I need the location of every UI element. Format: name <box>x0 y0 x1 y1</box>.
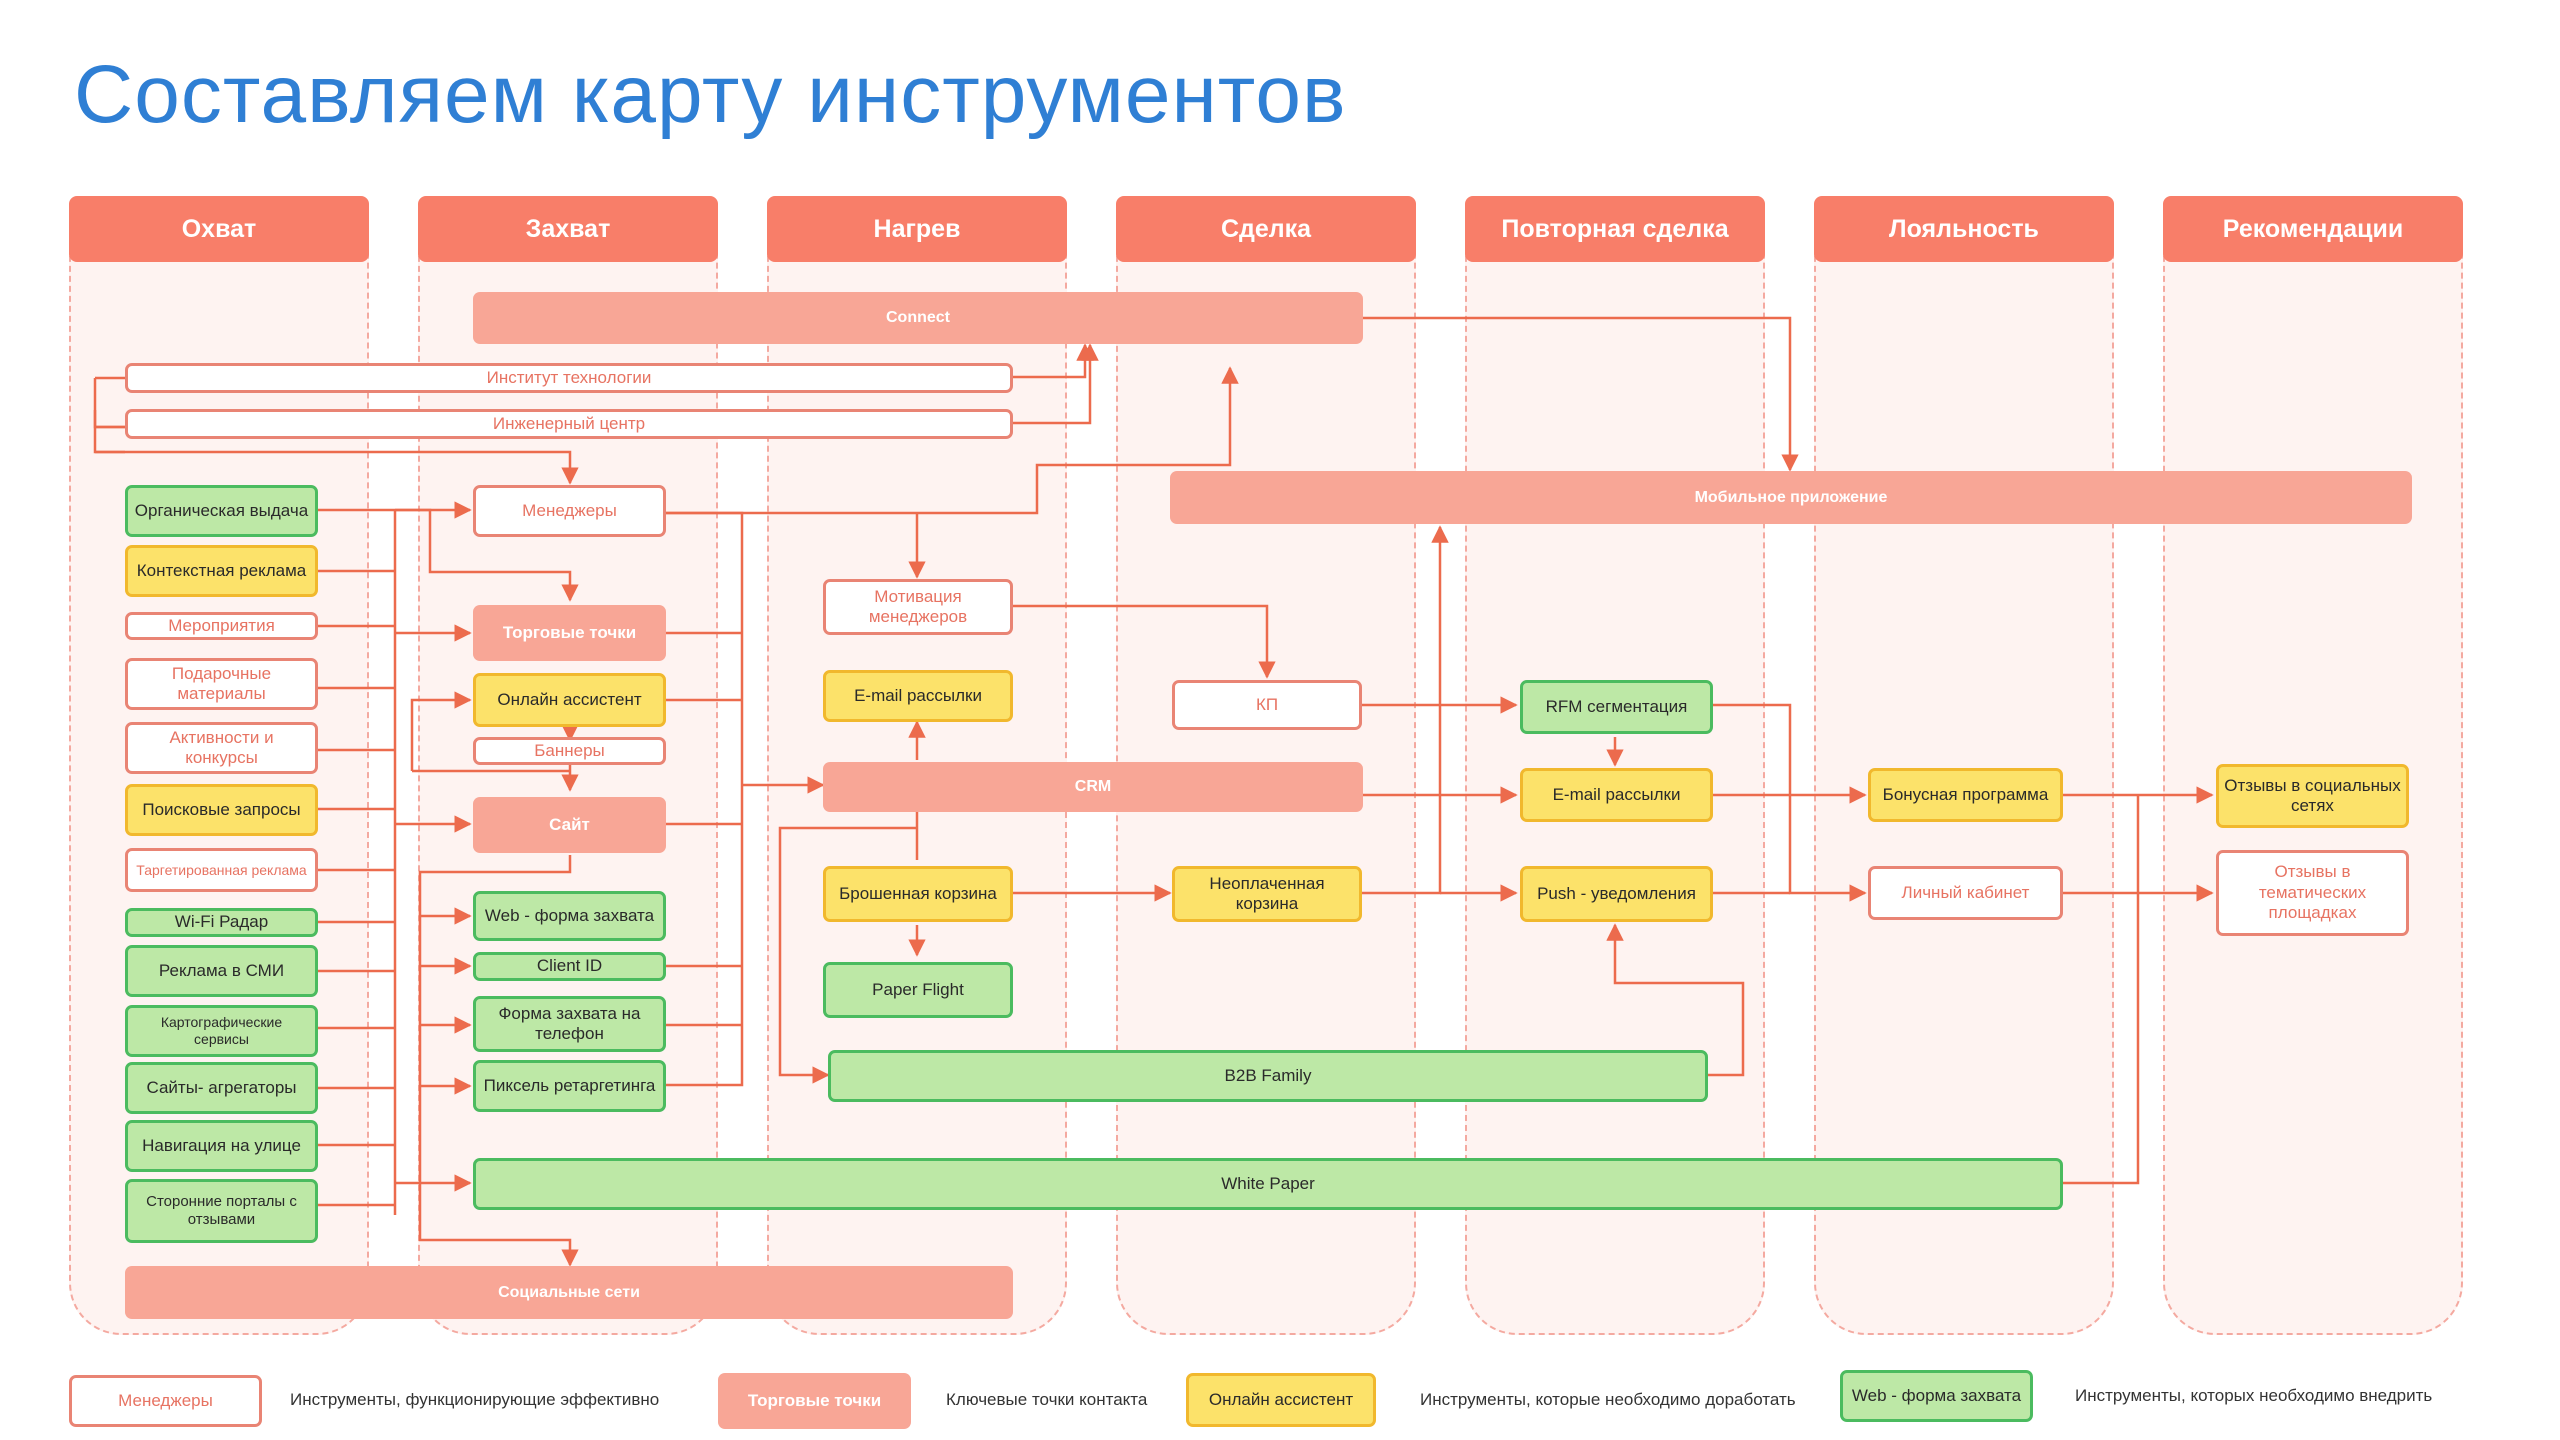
lane-header-deal: Сделка <box>1116 196 1416 262</box>
connector-engineering-connect <box>1012 343 1099 425</box>
legend-effective-label: Инструменты, функционирующие эффективно <box>290 1390 660 1409</box>
legend-improve-key: Онлайн ассистент <box>1186 1373 1376 1427</box>
node-thematic-reviews: Отзывы в тематических площадках <box>2216 850 2409 936</box>
page-title: Составляем карту инструментов <box>74 49 1347 140</box>
node-unpaid-cart: Неоплаченная корзина <box>1172 866 1362 922</box>
node-map-services: Картографические сервисы <box>125 1005 318 1057</box>
node-activities-contests: Активности и конкурсы <box>125 722 318 774</box>
node-aggregators: Сайты- агрегаторы <box>125 1062 318 1114</box>
connect-bar: Connect <box>473 292 1363 344</box>
node-email-warmup: E-mail рассылки <box>823 670 1013 722</box>
node-events: Мероприятия <box>125 612 318 640</box>
node-site: Сайт <box>473 797 666 853</box>
node-rfm-segmentation: RFM сегментация <box>1520 680 1713 734</box>
node-b2b-family: B2B Family <box>828 1050 1708 1102</box>
node-personal-cabinet: Личный кабинет <box>1868 866 2063 920</box>
lane-header-recommend: Рекомендации <box>2163 196 2463 262</box>
mobile-app-bar: Мобильное приложение <box>1170 471 2412 524</box>
node-social-reviews: Отзывы в социальных сетях <box>2216 764 2409 828</box>
node-search-queries: Поисковые запросы <box>125 784 318 836</box>
node-retail-points: Торговые точки <box>473 605 666 661</box>
node-manager-motivation: Мотивация менеджеров <box>823 579 1013 635</box>
legend-key-points-key: Торговые точки <box>718 1373 911 1429</box>
legend-effective-key: Менеджеры <box>69 1375 262 1427</box>
node-kp: КП <box>1172 680 1362 730</box>
legend-implement-key: Web - форма захвата <box>1840 1370 2033 1422</box>
node-email-repeat: E-mail рассылки <box>1520 768 1713 822</box>
node-abandoned-cart: Брошенная корзина <box>823 866 1013 922</box>
node-retarget-pixel: Пиксель ретаргетинга <box>473 1060 666 1112</box>
node-targeted-ads: Таргетированная реклама <box>125 848 318 892</box>
node-client-id: Client ID <box>473 952 666 981</box>
legend-improve-label: Инструменты, которые необходимо доработа… <box>1420 1390 1796 1409</box>
node-banners: Баннеры <box>473 737 666 765</box>
node-gift-materials: Подарочные материалы <box>125 658 318 710</box>
connector-connect-mobile <box>1362 316 1799 472</box>
connector-reach-to-managers <box>95 450 579 485</box>
lane-header-reach: Охват <box>69 196 369 262</box>
node-street-navigation: Навигация на улице <box>125 1120 318 1172</box>
lane-header-warmup: Нагрев <box>767 196 1067 262</box>
node-phone-form: Форма захвата на телефон <box>473 996 666 1052</box>
lane-header-repeat: Повторная сделка <box>1465 196 1765 262</box>
node-push-notifications: Push - уведомления <box>1520 866 1713 922</box>
connector-reach-assistant <box>410 691 472 771</box>
node-contextual-ads: Контекстная реклама <box>125 545 318 597</box>
node-managers: Менеджеры <box>473 485 666 537</box>
connector-institute-connect <box>1012 343 1094 379</box>
node-review-portals: Сторонние порталы с отзывами <box>125 1179 318 1243</box>
node-wifi-radar: Wi-Fi Радар <box>125 908 318 937</box>
node-white-paper: White Paper <box>473 1158 2063 1210</box>
node-paper-flight: Paper Flight <box>823 962 1013 1018</box>
node-bonus-program: Бонусная программа <box>1868 768 2063 822</box>
node-engineering: Инженерный центр <box>125 409 1013 439</box>
legend-key-points-label: Ключевые точки контакта <box>946 1390 1148 1409</box>
legend-implement-label: Инструменты, которых необходимо внедрить <box>2075 1386 2433 1405</box>
node-media-ads: Реклама в СМИ <box>125 945 318 997</box>
social-networks-bar: Социальные сети <box>125 1266 1013 1319</box>
crm-bar: CRM <box>823 762 1363 812</box>
node-organic: Органическая выдача <box>125 485 318 537</box>
node-online-assistant: Онлайн ассистент <box>473 673 666 727</box>
node-institute: Институт технологии <box>125 363 1013 393</box>
lane-header-capture: Захват <box>418 196 718 262</box>
node-web-form: Web - форма захвата <box>473 891 666 941</box>
lane-header-loyalty: Лояльность <box>1814 196 2114 262</box>
